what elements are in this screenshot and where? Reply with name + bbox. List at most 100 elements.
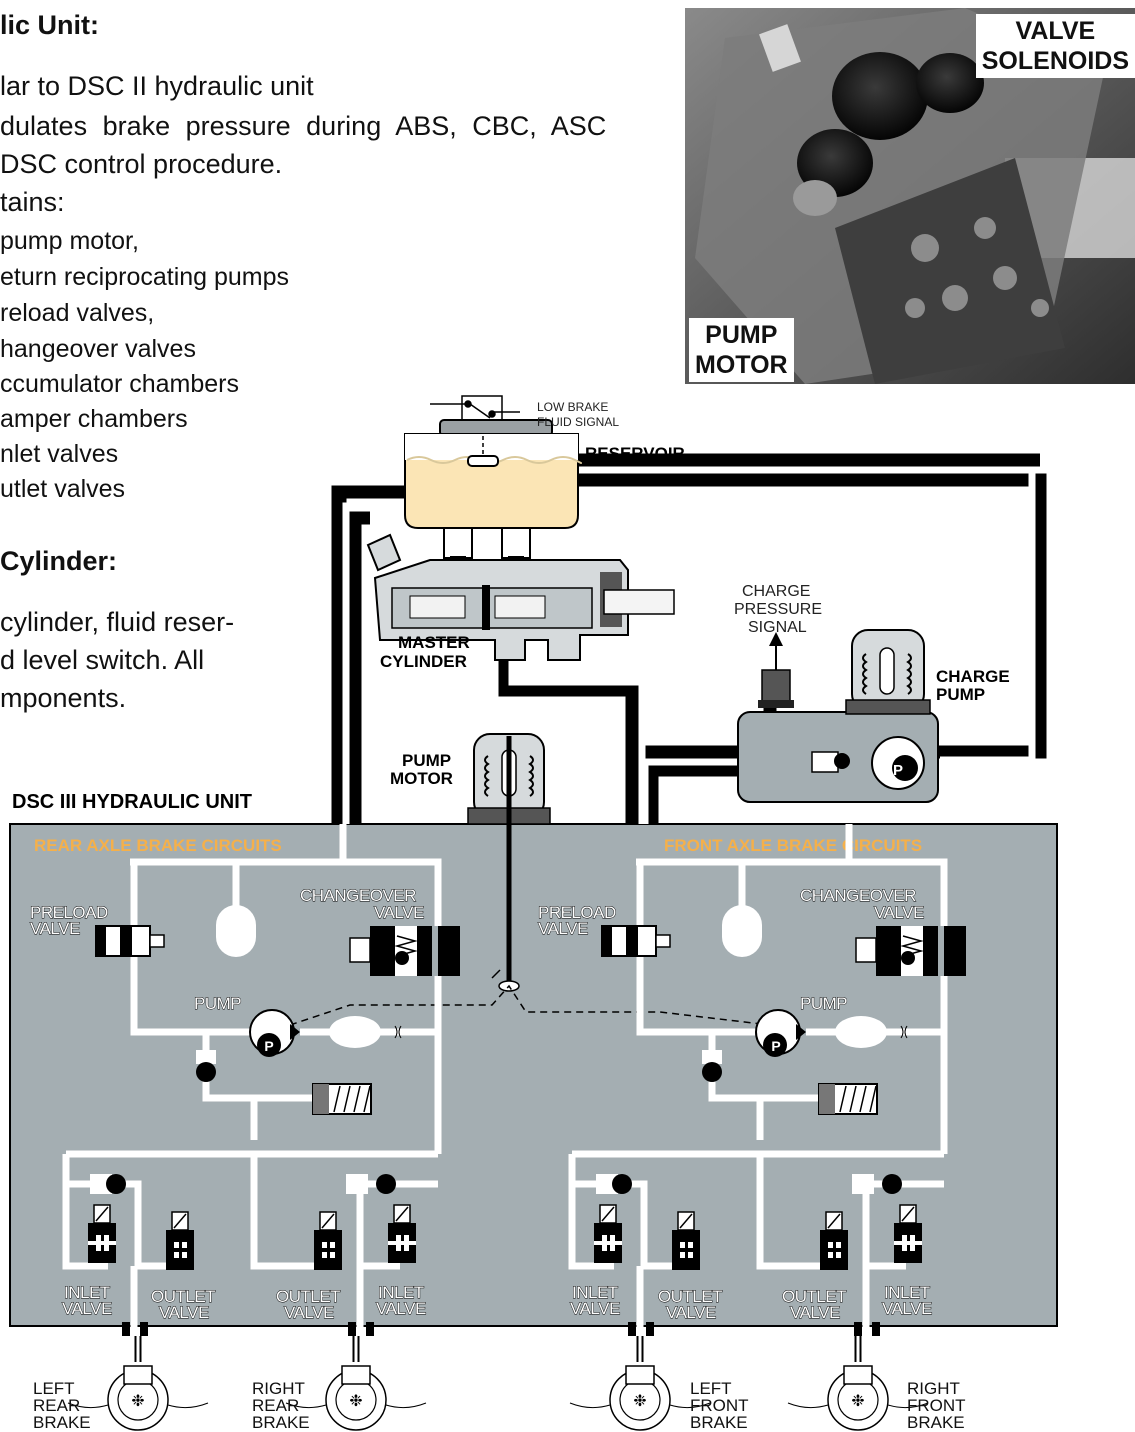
wheel-hub-icon: ❉ <box>349 1393 362 1410</box>
spring-icon <box>333 1085 371 1113</box>
master-cylinder-label: MASTER <box>398 633 470 652</box>
label-line: SOLENOIDS <box>981 47 1129 75</box>
damper-chamber <box>835 1016 887 1048</box>
check-valve-ball <box>612 1174 632 1194</box>
reservoir-label: RESERVOIR <box>585 444 685 463</box>
pump-motor-photo-label: PUMP MOTOR <box>689 318 794 382</box>
port <box>854 1322 862 1336</box>
paragraph-line: DSC control procedure. <box>0 149 283 179</box>
check-valve-seat <box>596 1174 618 1194</box>
fluid-line <box>130 862 250 1036</box>
paragraph-line: lar to DSC II hydraulic unit <box>0 71 314 101</box>
accumulator-piston <box>313 1084 329 1114</box>
spring-icon <box>900 935 924 957</box>
heading-hydraulic-unit: lic Unit: <box>0 10 99 40</box>
list-item: reload valves, <box>0 299 155 327</box>
wheel-hub-icon: ❉ <box>851 1393 864 1410</box>
solenoid-mark <box>395 1206 409 1222</box>
valve-passage <box>672 1248 700 1252</box>
pump-motor <box>467 733 551 992</box>
hydraulic-unit-photo: VALVE SOLENOIDS PUMP MOTOR <box>685 8 1135 384</box>
preload-valve-block <box>96 926 106 956</box>
accumulator-chamber <box>722 905 762 957</box>
changeover-valve-stem <box>855 937 877 963</box>
sensor-wire <box>285 1402 327 1409</box>
paragraph-line: tains: <box>0 187 65 217</box>
brakes: ❉ ❉ ❉ ❉ <box>67 1336 929 1431</box>
valve-passage <box>166 1248 194 1252</box>
paragraph-line: cylinder, fluid reser- <box>0 607 235 637</box>
port <box>366 1322 374 1336</box>
charge-pump-label: PUMP <box>936 685 985 704</box>
paragraph-line: d level switch. All <box>0 645 205 675</box>
changeover-valve-stem <box>349 937 371 963</box>
check-valve-seat <box>346 1174 368 1194</box>
list-item: nlet valves <box>0 440 119 468</box>
valve-passage <box>894 1241 922 1245</box>
label-line: PUMP <box>705 321 778 349</box>
spring-icon <box>394 935 418 957</box>
check-valve-seat <box>196 1050 216 1064</box>
damper-chamber <box>329 1016 381 1048</box>
paragraph-line: dulates brake pressure during ABS, CBC, … <box>0 111 607 141</box>
level-switch <box>430 395 520 420</box>
spring-icon <box>839 1085 877 1113</box>
sensor-wire <box>67 1402 109 1409</box>
charge-pump-symbol: P <box>893 762 903 779</box>
pump-motor-label: MOTOR <box>390 769 453 788</box>
port <box>122 1322 130 1336</box>
wheel-hub-icon: ❉ <box>633 1393 646 1410</box>
master-cylinder <box>366 533 675 661</box>
fluid-line <box>636 862 756 1036</box>
solenoid-mark <box>601 1206 615 1222</box>
pump-arrow-icon <box>290 1024 300 1040</box>
port <box>348 1322 356 1336</box>
solenoid-mark <box>173 1213 187 1229</box>
preload-valve-stem <box>149 934 165 948</box>
valve-passage <box>314 1248 342 1252</box>
port <box>140 1322 148 1336</box>
master-cylinder-label: CYLINDER <box>380 652 467 671</box>
external-lines <box>331 453 1047 824</box>
port <box>646 1322 654 1336</box>
accumulator-chamber <box>216 905 256 957</box>
list-item: eturn reciprocating pumps <box>0 263 290 291</box>
check-valve-ball <box>376 1174 396 1194</box>
sensor-wire <box>787 1402 829 1409</box>
sensor-wire <box>669 1402 711 1409</box>
check-valve-ball <box>196 1062 216 1082</box>
paragraph-line: mponents. <box>0 683 127 713</box>
preload-valve-block <box>120 926 132 956</box>
pump-motor-label: PUMP <box>402 751 451 770</box>
solenoid-mark <box>679 1213 693 1229</box>
check-valve-seat <box>702 1050 722 1064</box>
valve-passage <box>820 1248 848 1252</box>
solenoid-mark <box>901 1206 915 1222</box>
list-item: utlet valves <box>0 475 126 503</box>
wheel-hub-icon: ❉ <box>131 1393 144 1410</box>
changeover-valve-gap <box>432 926 438 976</box>
charge-pressure-label: CHARGE <box>742 583 810 600</box>
pump-symbol-icon <box>763 1033 787 1057</box>
valve-solenoids-label: VALVE SOLENOIDS <box>975 14 1135 78</box>
check-valve-ball <box>882 1174 902 1194</box>
port <box>628 1322 636 1336</box>
solenoid-mark <box>321 1213 335 1229</box>
check-valve-ball <box>702 1062 722 1082</box>
valve-passage <box>88 1241 116 1245</box>
unit-title: DSC III HYDRAULIC UNIT <box>12 791 252 813</box>
pump-arrow-icon <box>796 1024 806 1040</box>
rear-axle-circuit <box>62 824 460 1336</box>
sensor-wire <box>569 1402 611 1409</box>
brake-caliper <box>625 1365 655 1385</box>
label-line: VALVE <box>1015 17 1096 45</box>
front-axle-circuit <box>568 824 966 1336</box>
charge-pressure-label: PRESSURE <box>734 601 822 618</box>
low-brake-label: FLUID SIGNAL <box>537 415 619 429</box>
charge-pressure-label: SIGNAL <box>748 619 807 636</box>
sensor-wire <box>887 1402 929 1409</box>
check-valve-ball <box>106 1174 126 1194</box>
list-item: ccumulator chambers <box>0 370 239 398</box>
accumulator-piston <box>819 1084 835 1114</box>
